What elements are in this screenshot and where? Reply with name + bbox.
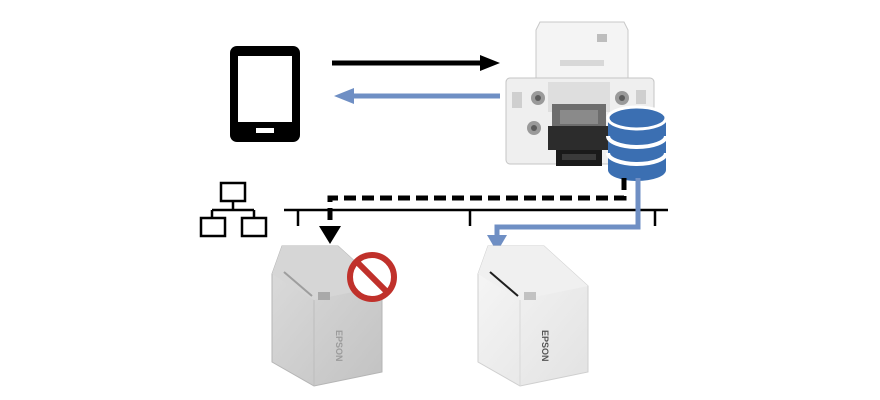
prohibited-icon [347,252,397,302]
database-icon [606,105,668,181]
request-arrow [332,55,500,71]
response-arrow [334,88,500,104]
failed-print-path [319,178,627,244]
tablet-icon [230,46,300,142]
network-icon [199,181,268,238]
successful-print-path [487,178,641,252]
online-printer-image: EPSON [477,245,589,387]
online-printer-brand: EPSON [540,330,550,362]
offline-printer-brand: EPSON [334,330,344,362]
network-bus [284,208,668,226]
